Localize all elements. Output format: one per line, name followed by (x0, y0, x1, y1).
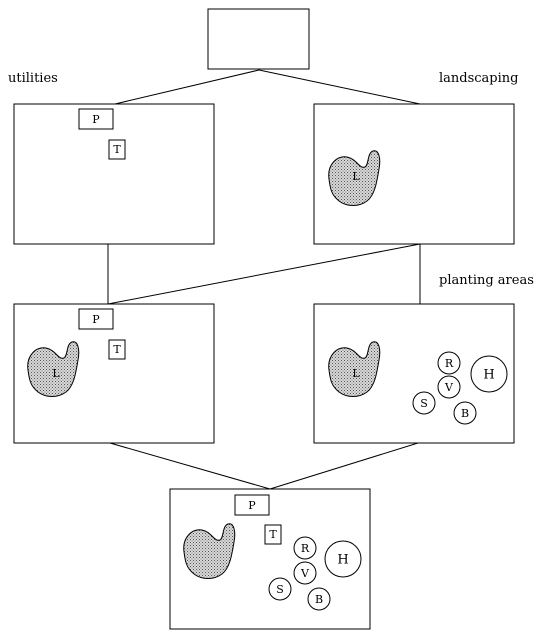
b-circle (453, 401, 477, 425)
pool-tag (78, 308, 114, 330)
s-circle-label: S (420, 397, 428, 410)
lawn-area-label: L (52, 367, 60, 380)
planting-areas-node: L R V S B H (313, 303, 515, 444)
pool-tag (234, 494, 270, 516)
utilities-label: utilities (8, 71, 58, 86)
landscaping-label: landscaping (439, 71, 518, 86)
v-circle (437, 375, 461, 399)
pool-tag-label: P (248, 499, 256, 512)
pool-tag-label: P (92, 113, 100, 126)
lawn-area-label: L (352, 367, 360, 380)
h-circle (470, 355, 508, 393)
h-circle-label: H (337, 553, 348, 568)
r-circle-label: R (301, 542, 310, 555)
edge-landscaping-combined (107, 243, 421, 305)
edge-combined-final (109, 442, 271, 490)
planting-areas-label: planting areas (439, 273, 534, 288)
h-circle (324, 540, 362, 578)
lawn-area-label: L (352, 170, 360, 183)
h-circle-label: H (483, 368, 494, 383)
tree-tag (264, 524, 282, 545)
utilities-node: P T (13, 103, 215, 245)
root-node (207, 8, 310, 70)
tree-tag (108, 139, 126, 160)
landscaping-node: L (313, 103, 515, 245)
s-circle (268, 577, 292, 601)
edge-root-utilities (114, 69, 260, 105)
edge-root-landscaping (258, 69, 421, 105)
pool-tag-label: P (92, 313, 100, 326)
v-circle (293, 561, 317, 585)
b-circle (307, 587, 331, 611)
b-circle-label: B (315, 593, 323, 606)
final-plan-node: P T R V S B H (169, 488, 371, 630)
tree-tag-label: T (269, 528, 277, 541)
s-circle-label: S (276, 583, 284, 596)
combined-node: P T L (13, 303, 215, 444)
tree-tag-label: T (113, 343, 121, 356)
tree-tag-label: T (113, 143, 121, 156)
r-circle (293, 536, 317, 560)
r-circle-label: R (445, 357, 454, 370)
tree-tag (108, 339, 126, 360)
v-circle-label: V (300, 567, 310, 580)
s-circle (412, 391, 436, 415)
v-circle-label: V (444, 381, 454, 394)
r-circle (437, 351, 461, 375)
b-circle-label: B (461, 407, 469, 420)
pool-tag (78, 108, 114, 130)
edge-planting-final (269, 442, 419, 490)
connectors (107, 69, 421, 490)
